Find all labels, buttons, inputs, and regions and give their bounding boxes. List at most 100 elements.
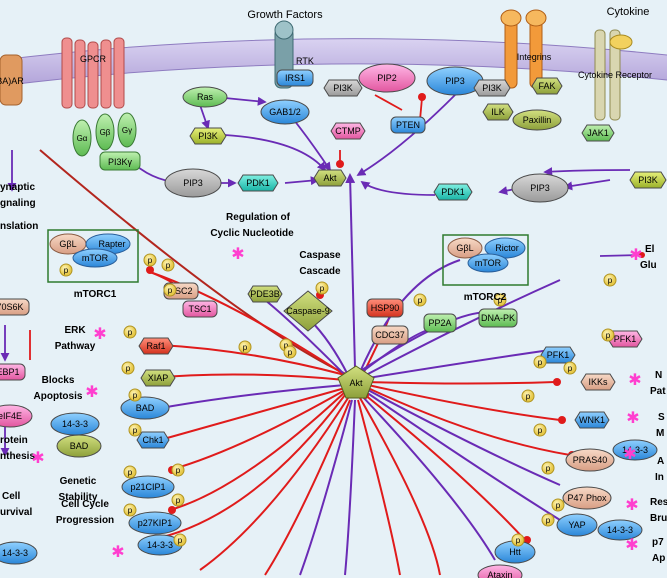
svg-text:p: p (498, 296, 503, 305)
node-p1433[interactable]: 14-3-3 (597, 519, 643, 541)
node-label: 14-3-3 (147, 540, 173, 550)
node-p21cip1[interactable]: p21CIP1 (121, 475, 175, 499)
node-p1433[interactable]: 14-3-3 (612, 439, 658, 461)
svg-text:p: p (166, 261, 171, 270)
node-ilk[interactable]: ILK (482, 103, 514, 121)
node-label: PP2A (428, 318, 451, 328)
node-caspase9[interactable]: Caspase-9 (283, 290, 333, 332)
node-eif4e[interactable]: eIF4E (0, 404, 33, 428)
phenotype-star-icon: ✱ (625, 537, 638, 554)
node-irs1[interactable]: IRS1 (276, 69, 314, 87)
phospho-marker: p (541, 461, 555, 475)
node-pip3[interactable]: PIP3 (511, 173, 569, 203)
node-dnapk[interactable]: DNA-PK (478, 308, 518, 328)
node-cdc37[interactable]: CDC37 (371, 325, 409, 345)
node-pde3b[interactable]: PDE3B (247, 285, 283, 303)
node-pdk1[interactable]: PDK1 (237, 174, 279, 192)
node-tsc1[interactable]: TSC1 (182, 300, 218, 318)
node-label: PFK1 (614, 334, 637, 344)
node-htt[interactable]: Htt (494, 540, 536, 564)
node-p1433[interactable]: 14-3-3 (0, 541, 38, 565)
node-pten[interactable]: PTEN (390, 116, 426, 134)
svg-text:Akt: Akt (349, 378, 363, 388)
node-label: TSC1 (188, 304, 211, 314)
node-p27kip1[interactable]: p27KIP1 (128, 511, 182, 535)
node-ras[interactable]: Ras (182, 86, 228, 108)
svg-text:nthesis: nthesis (0, 451, 35, 462)
phospho-marker: p (603, 273, 617, 287)
node-bad[interactable]: BAD (56, 434, 102, 458)
node-xiap[interactable]: XIAP (140, 369, 176, 387)
svg-text:Rictor: Rictor (495, 243, 519, 253)
svg-text:N: N (655, 370, 662, 381)
node-akt[interactable]: Akt (313, 169, 347, 187)
node-pras40[interactable]: PRAS40 (565, 448, 615, 472)
phospho-marker: p (238, 340, 252, 354)
node-label: GAB1/2 (269, 107, 301, 117)
svg-text:p: p (133, 391, 138, 400)
svg-text:p: p (176, 466, 181, 475)
phospho-marker: p (123, 465, 137, 479)
node-hsp90[interactable]: HSP90 (366, 298, 404, 318)
svg-text:Cell Cycle: Cell Cycle (61, 499, 109, 510)
node-pip2[interactable]: PIP2 (358, 63, 416, 93)
node-wnk1[interactable]: WNK1 (574, 411, 610, 429)
node-p70s6k[interactable]: 70S6K (0, 298, 30, 316)
node-ikks[interactable]: IKKs (580, 373, 616, 391)
rtk-label: RTK (296, 56, 314, 66)
node-ataxin[interactable]: Ataxin (477, 564, 523, 578)
svg-text:Bru: Bru (650, 513, 667, 524)
phospho-marker: p (121, 361, 135, 375)
svg-text:Gβ: Gβ (100, 128, 111, 137)
node-pdk1[interactable]: PDK1 (433, 183, 473, 201)
node-pi3k[interactable]: PI3K (189, 127, 227, 145)
mtorc2-complex[interactable]: GβL Rictor mTOR mTORC2 (442, 234, 529, 303)
cytokine-label: Cytokine (607, 6, 650, 18)
node-pi3k[interactable]: PI3K (629, 171, 667, 189)
node-pp2a[interactable]: PP2A (423, 313, 457, 333)
node-paxillin[interactable]: Paxillin (512, 109, 562, 131)
node-fak[interactable]: FAK (531, 77, 563, 95)
phenotype-star-icon: ✱ (31, 450, 44, 467)
node-ctmp[interactable]: CTMP (330, 122, 366, 140)
node-gab12[interactable]: GAB1/2 (260, 99, 310, 125)
node-label: Paxillin (523, 115, 552, 125)
svg-text:p: p (516, 536, 521, 545)
node-label: PDK1 (441, 187, 465, 197)
phospho-marker: p (533, 423, 547, 437)
node-yap[interactable]: YAP (556, 513, 598, 537)
node-chk1[interactable]: Chk1 (136, 431, 170, 449)
node-label: Akt (323, 173, 337, 183)
node-pi3k[interactable]: PI3K (473, 79, 511, 97)
akt-central-node[interactable]: Akt (337, 365, 375, 399)
phospho-marker: p (533, 355, 547, 369)
node-pip3[interactable]: PIP3 (164, 168, 222, 198)
node-pip3[interactable]: PIP3 (426, 66, 484, 96)
svg-text:Caspase: Caspase (299, 250, 341, 261)
phenotype-labels: ynaptic gnaling nslation Regulation of C… (0, 182, 667, 564)
node-p1433[interactable]: 14-3-3 (50, 412, 100, 436)
mtorc1-complex[interactable]: GβL Rapter mTOR mTORC1 (47, 229, 139, 300)
node-label: WNK1 (579, 415, 605, 425)
node-pi3k[interactable]: PI3K (323, 79, 363, 97)
phenotype-star-icon: ✱ (85, 384, 98, 401)
node-ebp1[interactable]: EBP1 (0, 363, 26, 381)
node-label: PI3K (198, 131, 218, 141)
node-label: PIP2 (377, 73, 397, 83)
svg-text:p: p (538, 358, 543, 367)
phospho-marker: p (143, 253, 157, 267)
node-label: Chk1 (142, 435, 163, 445)
svg-text:In: In (655, 472, 664, 483)
node-raf1[interactable]: Raf1 (138, 337, 174, 355)
node-jak1[interactable]: JAK1 (581, 124, 615, 142)
node-label: DNA-PK (481, 313, 515, 323)
node-label: PIP3 (530, 183, 550, 193)
phenotype-star-icon: ✱ (623, 446, 636, 463)
node-label: FAK (538, 81, 555, 91)
node-label: Caspase-9 (286, 306, 330, 316)
phospho-marker: p (601, 328, 615, 342)
node-bad[interactable]: BAD (120, 396, 170, 420)
node-label: XIAP (148, 373, 169, 383)
pi3k-gamma[interactable]: PI3Kγ (99, 151, 141, 171)
node-p47phox[interactable]: P47 Phox (562, 486, 612, 510)
